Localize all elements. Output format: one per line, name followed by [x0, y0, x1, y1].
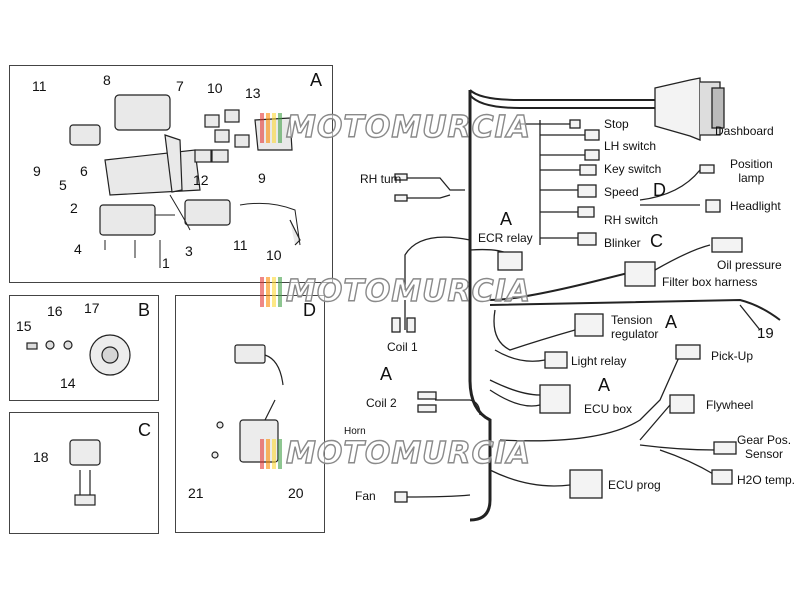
panel-c-letter: C — [138, 420, 151, 440]
callout-12: 12 — [193, 172, 209, 188]
label-flywheel: Flywheel — [706, 398, 754, 412]
callout-1: 1 — [162, 255, 170, 271]
callout-8: 8 — [103, 72, 111, 88]
watermark-bar — [260, 276, 264, 307]
label-horn-partial: Horn — [344, 426, 366, 437]
letter-tension-a: A — [665, 312, 678, 332]
panel-d-box — [175, 295, 325, 533]
label-lh-switch: LH switch — [604, 139, 657, 153]
panel-a-letter: A — [310, 70, 323, 90]
watermark-bar — [278, 276, 282, 307]
letter-blinker-c: C — [650, 231, 663, 251]
label-rh-switch: RH switch — [604, 213, 659, 227]
label-h2o-temp: H2O temp. — [737, 473, 796, 487]
watermark-bar — [260, 438, 264, 469]
watermark-text: MOTOMURCIA — [285, 435, 532, 471]
watermark-bar — [272, 112, 276, 143]
callout-14: 14 — [60, 375, 76, 391]
label-blinker: Blinker — [604, 236, 641, 250]
watermark-bars — [260, 438, 282, 469]
panel-c-box — [9, 412, 159, 534]
watermark-bar — [272, 438, 276, 469]
callout-18: 18 — [33, 449, 49, 465]
label-ecr-relay: ECR relay — [478, 231, 533, 245]
label-light-relay: Light relay — [571, 354, 627, 368]
label-stop: Stop — [604, 117, 629, 131]
label-dashboard: Dashboard — [715, 124, 774, 138]
watermark-bar — [278, 112, 282, 143]
watermark-text: MOTOMURCIA — [285, 109, 532, 145]
watermark-bar — [266, 276, 270, 307]
label-position-lamp: Position lamp — [730, 157, 773, 185]
label-tension-regulator: Tension regulator — [611, 313, 659, 341]
callout-4: 4 — [74, 241, 82, 257]
label-ecu-prog: ECU prog — [608, 478, 661, 492]
label-key-switch: Key switch — [604, 162, 662, 176]
callout-19: 19 — [757, 325, 774, 342]
panel-b-letter: B — [138, 300, 151, 320]
watermark-bar — [260, 112, 264, 143]
panel-b-box — [9, 295, 159, 401]
callout-11b: 11 — [233, 237, 248, 253]
callout-13: 13 — [245, 85, 261, 101]
callout-11: 11 — [32, 78, 47, 94]
label-oil-pressure: Oil pressure — [717, 258, 782, 272]
watermark: MOTOMURCIA — [260, 435, 532, 472]
label-headlight: Headlight — [730, 199, 781, 213]
watermark: MOTOMURCIA — [260, 273, 532, 310]
callout-5: 5 — [59, 177, 67, 193]
callout-6: 6 — [80, 163, 88, 179]
callout-7: 7 — [176, 78, 184, 94]
callout-9: 9 — [33, 163, 41, 179]
watermark-bar — [278, 438, 282, 469]
label-pick-up: Pick-Up — [711, 349, 754, 363]
label-fan: Fan — [355, 489, 376, 503]
callout-10b: 10 — [266, 247, 282, 263]
watermark-text: MOTOMURCIA — [285, 273, 532, 309]
callout-3: 3 — [185, 243, 193, 259]
label-coil-1: Coil 1 — [387, 340, 418, 354]
callout-21: 21 — [188, 485, 204, 501]
callout-20: 20 — [288, 485, 304, 501]
label-gear-pos-sensor: Gear Pos. Sensor — [737, 433, 792, 461]
watermark-bar — [266, 112, 270, 143]
callout-2: 2 — [70, 200, 78, 216]
letter-ecr-a: A — [500, 209, 513, 229]
label-filter-box-harness: Filter box harness — [662, 275, 758, 289]
watermark-bar — [272, 276, 276, 307]
panel-d-letter: D — [303, 300, 316, 320]
callout-10: 10 — [207, 80, 223, 96]
letter-speed-d: D — [653, 180, 666, 200]
label-rh-turn: RH turn — [360, 172, 402, 186]
letter-ecu-box-a: A — [598, 375, 611, 395]
label-ecu-box: ECU box — [584, 402, 633, 416]
callout-15: 15 — [16, 318, 32, 334]
panel-a-box — [9, 65, 333, 283]
watermark-bars — [260, 112, 282, 143]
letter-coil2-a: A — [380, 364, 393, 384]
label-coil-2: Coil 2 — [366, 396, 397, 410]
label-speed: Speed — [604, 185, 639, 199]
watermark-bars — [260, 276, 282, 307]
callout-16: 16 — [47, 303, 63, 319]
callout-17: 17 — [84, 300, 100, 316]
callout-9b: 9 — [258, 170, 266, 186]
watermark-bar — [266, 438, 270, 469]
watermark: MOTOMURCIA — [260, 109, 532, 146]
